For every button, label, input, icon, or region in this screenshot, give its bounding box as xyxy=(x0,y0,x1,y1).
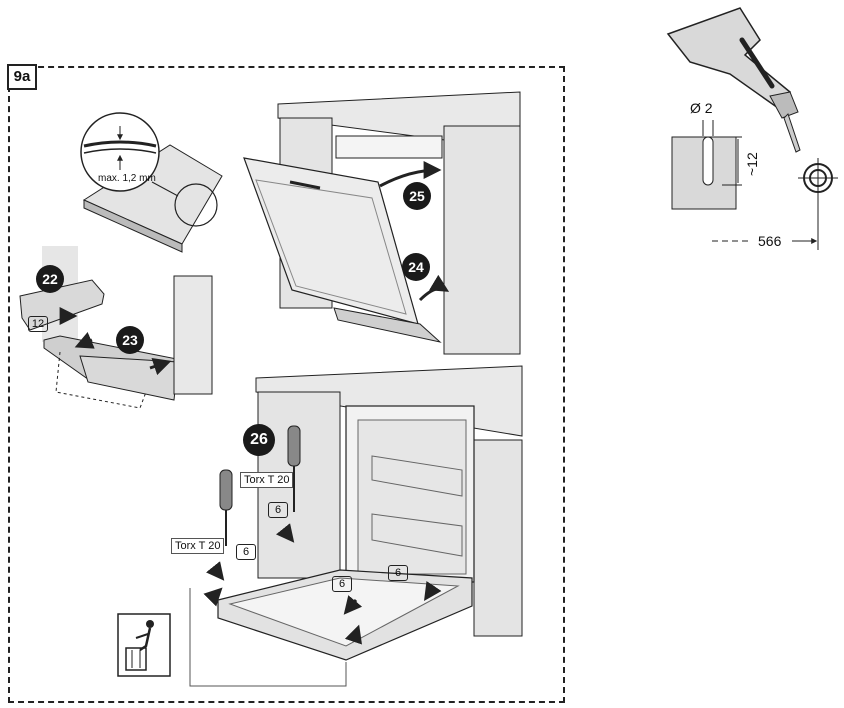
panel-gap-detail xyxy=(80,112,223,253)
screw-size-hex: 6 xyxy=(268,502,288,518)
step-badge-24: 24 xyxy=(402,253,430,281)
step-frame xyxy=(8,66,565,703)
panel-thickness-label: max. 1,2 mm xyxy=(98,173,156,184)
toe-kick-removal xyxy=(19,246,213,409)
screw-fastening xyxy=(189,365,523,687)
drill-depth-label: ~12 xyxy=(744,152,760,176)
drill-hole-section xyxy=(671,120,742,210)
step-badge-23: 23 xyxy=(116,326,144,354)
screw-size-hex: 6 xyxy=(388,565,408,581)
step-badge-26: 26 xyxy=(243,424,275,456)
hole-marker-icon xyxy=(798,158,838,250)
torx-tool-label: Torx T 20 xyxy=(240,472,294,488)
screw-size-hex: 12 xyxy=(28,316,48,332)
torx-tool-label: Torx T 20 xyxy=(171,538,225,554)
drill-icon xyxy=(666,7,801,153)
screw-size-hex: 6 xyxy=(332,576,352,592)
screw-size-hex: 6 xyxy=(236,544,256,560)
trash-disposal-icon xyxy=(117,613,171,677)
hole-distance-label: 566 xyxy=(758,233,782,249)
door-panel-fitting xyxy=(243,91,521,355)
step-badge-25: 25 xyxy=(403,182,431,210)
drill-diameter-label: Ø 2 xyxy=(690,100,713,116)
step-badge-22: 22 xyxy=(36,265,64,293)
step-label: 9a xyxy=(7,64,37,90)
